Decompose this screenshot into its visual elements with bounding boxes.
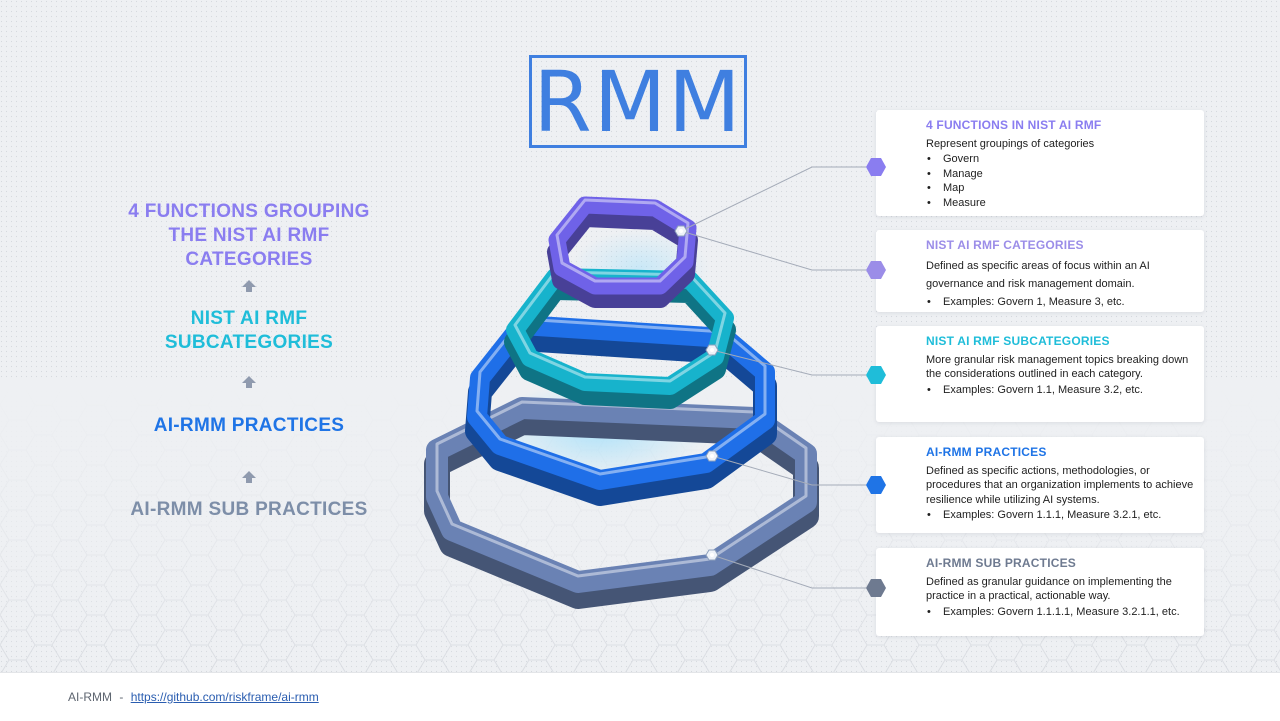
card-title: NIST AI RMF CATEGORIES — [926, 238, 1084, 252]
bullet-item: Govern — [926, 152, 1194, 167]
card-description: More granular risk management topics bre… — [926, 353, 1189, 381]
arrow-up-icon — [242, 280, 256, 292]
card-bullets: Govern Manage Map Measure — [926, 152, 1194, 210]
arrow-up-icon — [242, 471, 256, 483]
card-functions: 4 FUNCTIONS IN NIST AI RMF Represent gro… — [876, 110, 1204, 216]
card-title: NIST AI RMF SUBCATEGORIES — [926, 334, 1110, 348]
bullet-item: Examples: Govern 1, Measure 3, etc. — [926, 295, 1194, 310]
card-bullets: Examples: Govern 1, Measure 3, etc. — [926, 295, 1194, 310]
card-title: 4 FUNCTIONS IN NIST AI RMF — [926, 118, 1102, 132]
card-categories: NIST AI RMF CATEGORIES Defined as specif… — [876, 230, 1204, 312]
card-description: Defined as specific actions, methodologi… — [926, 464, 1194, 506]
bullet-item: Measure — [926, 196, 1194, 211]
rmm-logo: RMM — [529, 55, 747, 148]
arrow-up-icon — [242, 376, 256, 388]
logo-text: RMM — [533, 52, 743, 151]
bullet-item: Manage — [926, 167, 1194, 182]
hexagon-marker-icon — [866, 476, 886, 494]
bullet-item: Examples: Govern 1.1.1.1, Measure 3.2.1.… — [926, 605, 1194, 620]
card-practices: AI-RMM PRACTICES Defined as specific act… — [876, 437, 1204, 533]
card-bullets: Examples: Govern 1.1.1.1, Measure 3.2.1.… — [926, 605, 1194, 620]
card-title: AI-RMM PRACTICES — [926, 445, 1047, 459]
hexagon-marker-icon — [866, 366, 886, 384]
card-sub-practices: AI-RMM SUB PRACTICES Defined as granular… — [876, 548, 1204, 636]
hexagon-marker-icon — [866, 579, 886, 597]
footer-separator: - — [119, 690, 124, 704]
footer-text: AI-RMM - https://github.com/riskframe/ai… — [68, 690, 319, 704]
footer-label: AI-RMM — [68, 690, 112, 704]
card-bullets: Examples: Govern 1.1, Measure 3.2, etc. — [926, 383, 1194, 398]
hexagon-marker-icon — [866, 158, 886, 176]
card-description: Defined as specific areas of focus withi… — [926, 259, 1150, 290]
hexagon-marker-icon — [866, 261, 886, 279]
card-subcategories: NIST AI RMF SUBCATEGORIES More granular … — [876, 326, 1204, 422]
hierarchy-level-practices: AI-RMM PRACTICES — [153, 415, 345, 436]
card-bullets: Examples: Govern 1.1.1, Measure 3.2.1, e… — [926, 508, 1194, 523]
hierarchy-level-sub-practices: AI-RMM SUB PRACTICES — [130, 499, 368, 520]
github-link[interactable]: https://github.com/riskframe/ai-rmm — [130, 690, 319, 704]
bullet-item: Map — [926, 181, 1194, 196]
hierarchy-level-subcategories: NIST AI RMF SUBCATEGORIES — [164, 308, 334, 353]
hierarchy-level-functions: 4 FUNCTIONS GROUPING THE NIST AI RMF CAT… — [128, 201, 370, 270]
card-description: Defined as granular guidance on implemen… — [926, 575, 1172, 603]
bullet-item: Examples: Govern 1.1, Measure 3.2, etc. — [926, 383, 1194, 398]
card-title: AI-RMM SUB PRACTICES — [926, 556, 1076, 570]
card-description: Represent groupings of categories — [926, 137, 1095, 150]
bullet-item: Examples: Govern 1.1.1, Measure 3.2.1, e… — [926, 508, 1194, 523]
footer: AI-RMM - https://github.com/riskframe/ai… — [0, 672, 1280, 721]
card-markers — [866, 158, 886, 597]
